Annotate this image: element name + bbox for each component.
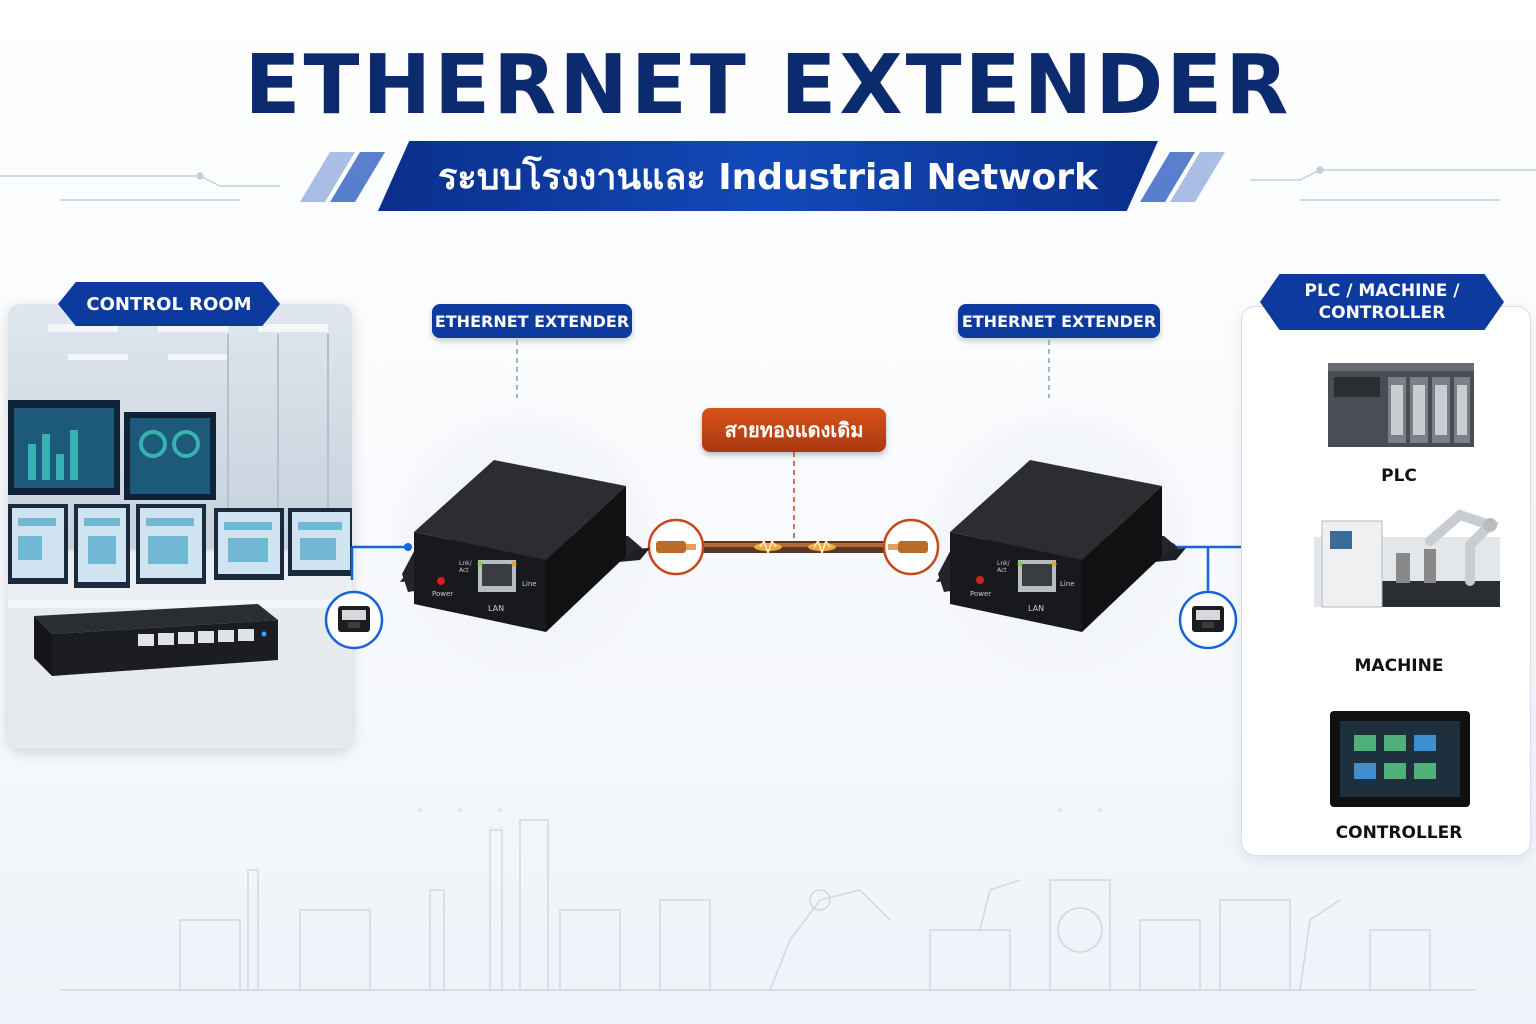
device-label-plc: PLC — [1381, 466, 1417, 486]
control-room-label: CONTROL ROOM — [58, 282, 280, 326]
copper-cable — [694, 539, 890, 556]
lan-label-left: LAN — [488, 604, 505, 613]
controller-icon — [1330, 711, 1470, 807]
power-label-left: Power — [432, 590, 454, 598]
machine-icon — [1314, 509, 1500, 608]
subtitle-banner: ระบบโรงงานและ Industrial Network — [378, 141, 1158, 211]
rj45-icon-left — [324, 590, 384, 650]
lnk-act-label-right: Lnk/ Act — [997, 560, 1010, 574]
line-label-left: Line — [522, 580, 537, 588]
extender-device-left — [400, 460, 650, 632]
device-label-controller: CONTROLLER — [1335, 823, 1463, 843]
lan-label-right: LAN — [1028, 604, 1045, 613]
network-switch-icon — [34, 604, 278, 676]
device-illustrations — [1314, 363, 1500, 807]
power-label-right: Power — [970, 590, 992, 598]
subtitle-decoration — [0, 152, 1536, 202]
lnk-act-label-left: Lnk/ Act — [459, 560, 472, 574]
device-panel-label: PLC / MACHINE / CONTROLLER — [1260, 274, 1504, 330]
line-label-right: Line — [1060, 580, 1075, 588]
copper-cable-label: สายทองแดงเดิม — [702, 408, 886, 452]
control-room-image — [8, 304, 352, 748]
connector-left — [647, 518, 705, 576]
device-label-machine: MACHINE — [1354, 656, 1444, 676]
rj45-icon-right — [1178, 590, 1238, 650]
extender-label-left: ETHERNET EXTENDER — [432, 304, 632, 338]
page-title: ETHERNET EXTENDER — [244, 38, 1292, 133]
control-room-illustration — [8, 324, 352, 748]
extender-label-right: ETHERNET EXTENDER — [958, 304, 1160, 338]
plc-icon — [1328, 363, 1474, 447]
extender-device-right — [936, 460, 1186, 632]
connector-right — [882, 518, 940, 576]
factory-skyline-decoration — [60, 808, 1476, 991]
